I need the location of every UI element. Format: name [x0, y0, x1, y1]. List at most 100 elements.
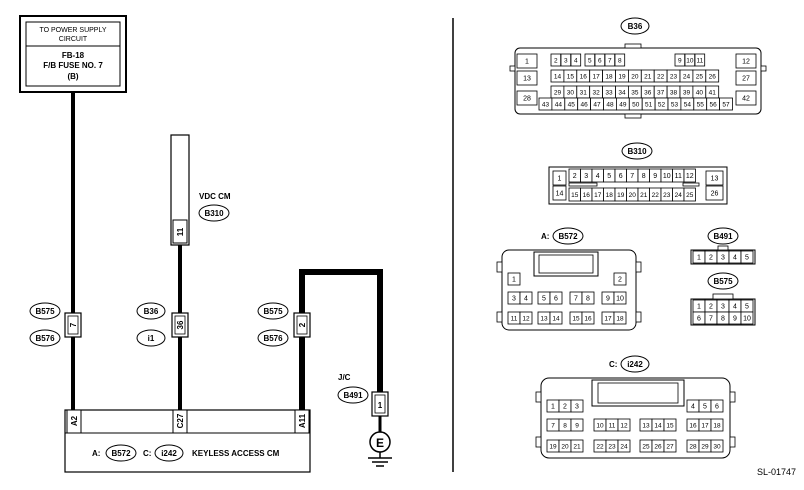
pin-cell	[617, 418, 631, 432]
left-connector-top: B575	[35, 307, 55, 316]
pin-label: 39	[683, 89, 691, 96]
pin-label: 10	[616, 296, 624, 303]
pin-label: 24	[675, 192, 683, 199]
power-supply-box: TO POWER SUPPLY CIRCUIT FB-18 F/B FUSE N…	[19, 15, 127, 93]
pin-cell	[613, 272, 627, 286]
right-connector-bottom: B576	[263, 334, 283, 343]
pin-label: 40	[696, 89, 704, 96]
pin-label: 5	[607, 173, 611, 180]
pin-label: 23	[670, 73, 678, 80]
pin-label: 6	[715, 404, 719, 411]
vdc-connector: B310	[204, 209, 224, 218]
pin-cell	[516, 70, 538, 86]
pin-label: 10	[596, 422, 604, 429]
pin-label: 20	[629, 192, 637, 199]
pin-label: 23	[608, 443, 616, 450]
pin-label: 3	[721, 255, 725, 262]
pin-label: 15	[567, 73, 575, 80]
pin-label: 19	[618, 73, 626, 80]
pin-label: 8	[586, 296, 590, 303]
pin-label: 35	[631, 89, 639, 96]
pin-label: 3	[564, 57, 568, 64]
pin-a2: A2	[70, 415, 79, 426]
pin-label: 28	[689, 443, 697, 450]
pin-label: 7	[551, 422, 555, 429]
pin-label: 30	[713, 443, 721, 450]
pin-cell	[683, 168, 696, 183]
pin-label: 4	[574, 57, 578, 64]
pin-label: 25	[642, 443, 650, 450]
b491-name: B491	[713, 232, 733, 241]
pin-cell	[516, 90, 538, 106]
pin-cell	[519, 291, 533, 305]
vdc-label: VDC CM	[199, 192, 231, 201]
pin-label: 4	[596, 173, 600, 180]
pin-cell	[613, 291, 627, 305]
pin-label: 2	[554, 57, 558, 64]
pin-label: 11	[511, 315, 518, 322]
pin-label: 32	[593, 89, 601, 96]
power-box-line1: TO POWER SUPPLY	[39, 27, 106, 34]
pin-label: 34	[618, 89, 626, 96]
pin-label: 13	[711, 176, 719, 183]
pin-label: 13	[540, 315, 548, 322]
pin-label: 56	[710, 101, 718, 108]
pin-label: 4	[524, 296, 528, 303]
diagram-code: SL-01747	[757, 467, 796, 477]
pin-label: 37	[657, 89, 665, 96]
right-connector-top: B575	[263, 307, 283, 316]
pin-cell	[710, 418, 724, 432]
pin-label: 2	[709, 304, 713, 311]
pin-label: 14	[556, 191, 564, 198]
pin-label: 9	[606, 296, 610, 303]
pin-label: 45	[568, 101, 576, 108]
pin-label: 17	[604, 315, 612, 322]
pin-label: 15	[572, 315, 580, 322]
pin-cell	[549, 311, 563, 325]
pin-label: 18	[713, 422, 721, 429]
pin-label: 16	[689, 422, 697, 429]
ecu-prefix-c: C:	[143, 449, 151, 458]
middle-connector-bottom: i1	[148, 334, 155, 343]
pin-label: 18	[616, 315, 624, 322]
pin-label: 42	[742, 96, 750, 103]
pin-label: 44	[555, 101, 563, 108]
pin-cell	[613, 311, 627, 325]
joint-connector: J/C B491 1 E	[337, 373, 392, 467]
pin-label: 20	[631, 73, 639, 80]
middle-connector-top: B36	[144, 307, 159, 316]
pin-label: 21	[573, 443, 581, 450]
pin-label: 9	[575, 422, 579, 429]
pin-cell	[617, 439, 631, 453]
pin-c27: C27	[176, 413, 185, 428]
pin-label: 17	[701, 422, 709, 429]
pin-label: 1	[697, 255, 701, 262]
pin-label: 5	[745, 255, 749, 262]
pin-label: 17	[593, 73, 601, 80]
pin-label: 1	[525, 59, 529, 66]
pin-label: 12	[742, 59, 750, 66]
pin-cell	[549, 291, 563, 305]
pin-label: 4	[733, 255, 737, 262]
pin-cell	[516, 53, 538, 69]
pin-label: 57	[722, 101, 730, 108]
pin-label: 3	[512, 296, 516, 303]
pin-label: 51	[645, 101, 653, 108]
pin-cell	[710, 399, 724, 413]
b36-name: B36	[628, 22, 643, 31]
pin-cell	[570, 53, 582, 67]
pin-label: 6	[697, 316, 701, 323]
pin-cell	[570, 418, 584, 432]
pin-a11: A11	[298, 413, 307, 428]
pin-label: 49	[619, 101, 627, 108]
vdc-pin: 11	[176, 227, 185, 236]
b572-name: B572	[558, 232, 578, 241]
pin-label: 5	[542, 296, 546, 303]
pin-label: 28	[523, 96, 531, 103]
pin-label: 14	[554, 73, 562, 80]
pin-label: 11	[609, 422, 616, 429]
pin-label: 52	[658, 101, 666, 108]
